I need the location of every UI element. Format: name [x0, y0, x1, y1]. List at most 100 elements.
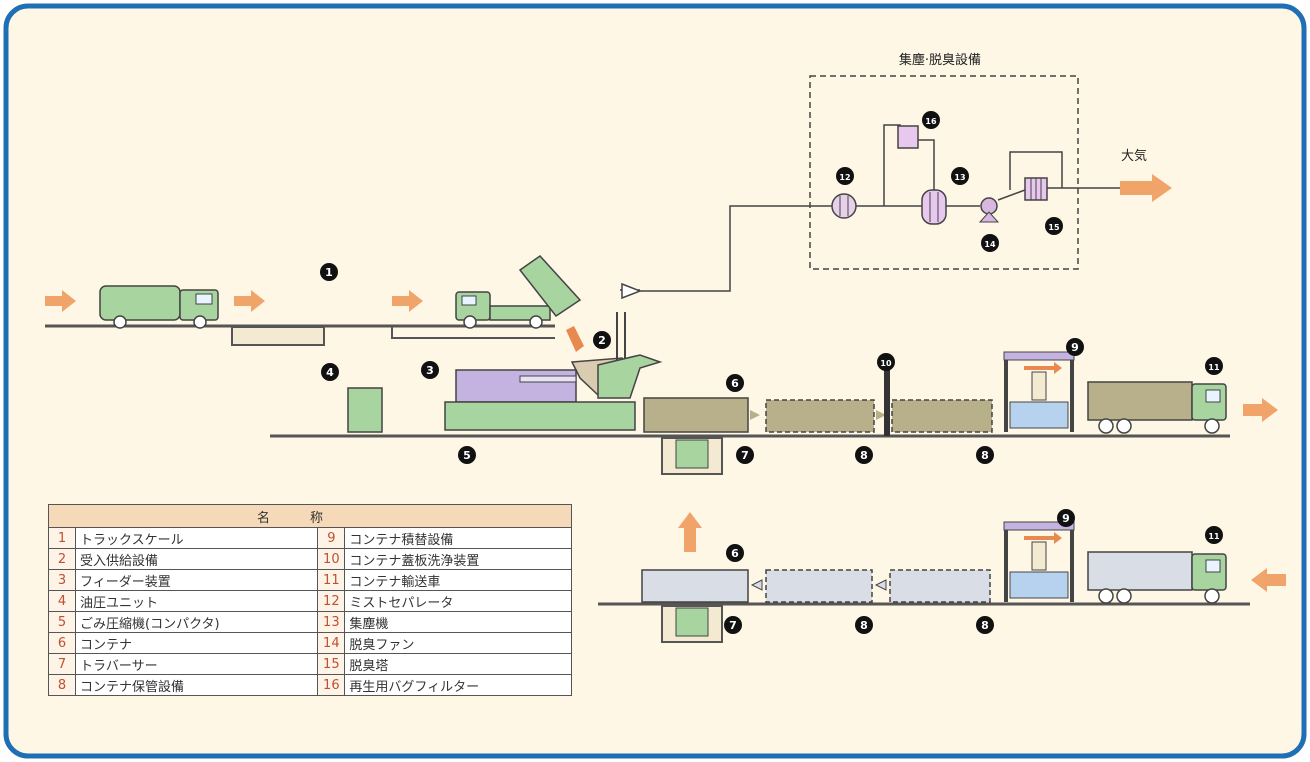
stored-empty-container-icon: [889, 569, 991, 603]
inbound-arrows: [45, 290, 423, 312]
marker-number: 11: [1208, 532, 1220, 541]
return-arrow-icon: [678, 512, 702, 552]
marker-number: 1: [325, 266, 333, 279]
marker-circle: [976, 616, 994, 634]
marker-circle: [1045, 217, 1063, 235]
legend-name: ごみ圧縮機(コンパクタ): [74, 611, 319, 633]
marker-circle: [1057, 509, 1075, 527]
compactor-icon: [444, 354, 663, 431]
marker-circle: [458, 446, 476, 464]
deodorizing-tower-icon: [1024, 177, 1048, 201]
container-truck-icon: [1087, 381, 1227, 434]
container-truck-icon: [1087, 551, 1227, 604]
marker-circle: [836, 167, 854, 185]
marker-circle: [976, 446, 994, 464]
legend-name: トラックスケール: [74, 527, 319, 549]
legend-number: 2: [48, 548, 76, 570]
duct-lines: [620, 124, 1120, 292]
legend-number: 3: [48, 569, 76, 591]
garbage-truck-icon: [99, 285, 219, 329]
legend-name: コンテナ: [74, 632, 319, 654]
legend-number: 14: [317, 632, 346, 654]
marker-number: 7: [729, 619, 737, 632]
truck-scale-platform: [231, 326, 325, 346]
legend-number: 1: [48, 527, 76, 549]
legend-header: 名称: [48, 504, 572, 528]
empty-container-flow-arrows: [750, 579, 887, 591]
legend-number: 13: [317, 611, 346, 633]
legend-number: 16: [317, 674, 346, 696]
marker-number: 8: [860, 449, 868, 462]
mist-separator-icon: [831, 193, 857, 219]
deodorizing-fan-icon: [978, 197, 1000, 223]
marker-number: 5: [463, 449, 471, 462]
legend-name: コンテナ積替設備: [344, 527, 572, 549]
legend-name: 再生用バグフィルター: [344, 674, 572, 696]
marker-number: 11: [1208, 363, 1220, 372]
legend-name: ミストセパレータ: [344, 590, 572, 612]
container-flow-arrows: [750, 410, 886, 420]
legend-name: トラバーサー: [74, 653, 319, 675]
marker-circle: [1205, 357, 1223, 375]
legend-name: 集塵機: [344, 611, 572, 633]
legend-number: 4: [48, 590, 76, 612]
traverser-icon: [661, 605, 723, 643]
lid-washer-icon: [884, 370, 890, 436]
marker-number: 4: [326, 366, 334, 379]
marker-number: 2: [598, 334, 606, 347]
legend-number: 5: [48, 611, 76, 633]
marker-number: 10: [880, 359, 892, 368]
marker-circle: [593, 331, 611, 349]
legend-number: 8: [48, 674, 76, 696]
marker-number: 7: [741, 449, 749, 462]
marker-number: 13: [954, 173, 965, 182]
marker-circle: [724, 616, 742, 634]
legend-number: 7: [48, 653, 76, 675]
marker-circle: [320, 263, 338, 281]
outbound-arrow-icon: [1243, 398, 1278, 422]
bag-filter-icon: [897, 125, 919, 149]
marker-circle: [855, 616, 873, 634]
marker-number: 3: [426, 364, 434, 377]
stored-empty-container-icon: [765, 569, 873, 603]
outlet-label: 大気: [1121, 148, 1147, 164]
legend-name: フィーダー装置: [74, 569, 319, 591]
stored-container-icon: [891, 399, 993, 433]
stored-container-icon: [765, 399, 875, 433]
marker-number: 9: [1071, 341, 1079, 354]
marker-circle: [726, 374, 744, 392]
marker-circle: [877, 353, 895, 371]
container-transfer-icon: [1003, 521, 1075, 602]
marker-circle: [1066, 338, 1084, 356]
suction-hood-icon: [621, 282, 643, 300]
marker-circle: [421, 361, 439, 379]
traverser-icon: [661, 437, 723, 475]
container-icon: [643, 397, 749, 433]
legend-name: 脱臭塔: [344, 653, 572, 675]
marker-circle: [951, 167, 969, 185]
container-transfer-icon: [1003, 351, 1075, 432]
marker-number: 6: [731, 547, 739, 560]
marker-number: 12: [839, 173, 850, 182]
hydraulic-unit-icon: [347, 387, 383, 433]
legend-name: 油圧ユニット: [74, 590, 319, 612]
legend-name: コンテナ輸送車: [344, 569, 572, 591]
marker-number: 8: [860, 619, 868, 632]
dumping-truck-icon: [455, 255, 584, 352]
marker-circle: [736, 446, 754, 464]
marker-number: 9: [1062, 512, 1070, 525]
empty-container-icon: [641, 569, 749, 603]
marker-number: 14: [984, 240, 996, 249]
inbound-empty-arrow-icon: [1251, 568, 1286, 592]
legend-number: 10: [317, 548, 346, 570]
marker-number: 8: [981, 619, 989, 632]
marker-circle: [321, 363, 339, 381]
dust-collector-icon: [921, 189, 947, 225]
legend-name: 脱臭ファン: [344, 632, 572, 654]
marker-number: 6: [731, 377, 739, 390]
